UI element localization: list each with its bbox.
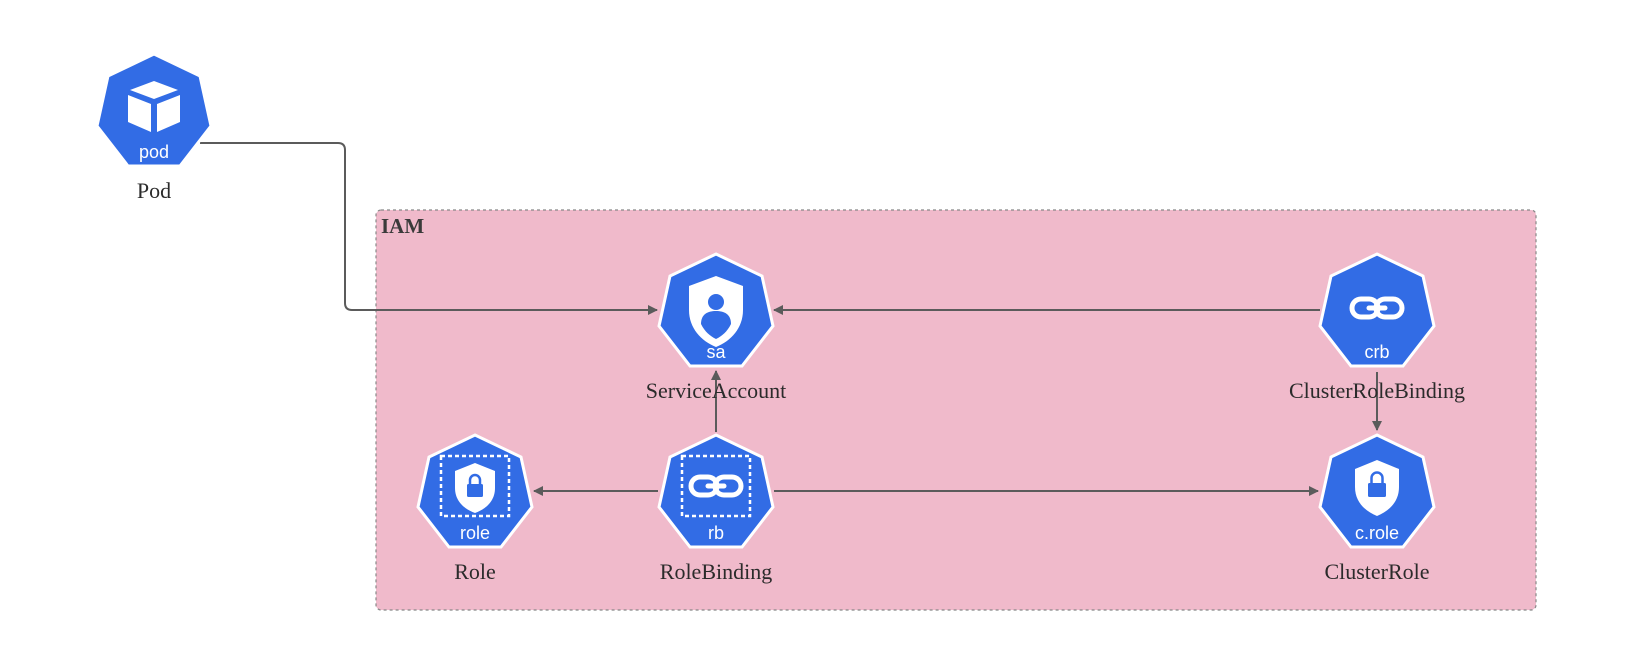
cube-icon: [128, 81, 180, 132]
node-rb[interactable]: rb: [657, 433, 775, 549]
node-sa-label: ServiceAccount: [646, 378, 787, 403]
node-crb-label: ClusterRoleBinding: [1289, 378, 1465, 403]
node-role[interactable]: role: [416, 433, 534, 549]
node-rb-badge: rb: [708, 523, 724, 543]
node-pod-badge: pod: [139, 142, 169, 162]
dashed-link-icon: [680, 454, 752, 518]
edge-pod-to-sa: [200, 142, 658, 315]
node-sa[interactable]: sa: [657, 252, 775, 368]
node-crb[interactable]: crb: [1318, 252, 1436, 368]
node-crole[interactable]: c.role: [1318, 433, 1436, 549]
node-pod[interactable]: pod: [95, 52, 213, 168]
user-shield-icon: [689, 276, 743, 347]
iam-group-label: IAM: [381, 214, 424, 238]
node-role-label: Role: [454, 559, 496, 584]
lock-shield-icon: [1355, 460, 1399, 516]
node-sa-badge: sa: [706, 342, 726, 362]
node-role-badge: role: [460, 523, 490, 543]
dashed-lock-shield-icon: [439, 454, 511, 518]
node-rb-label: RoleBinding: [660, 559, 772, 584]
node-crole-label: ClusterRole: [1324, 559, 1429, 584]
node-crole-badge: c.role: [1355, 523, 1399, 543]
edges: [200, 142, 1382, 496]
link-icon: [1349, 296, 1405, 320]
node-crb-badge: crb: [1364, 342, 1389, 362]
node-pod-label: Pod: [137, 178, 171, 203]
